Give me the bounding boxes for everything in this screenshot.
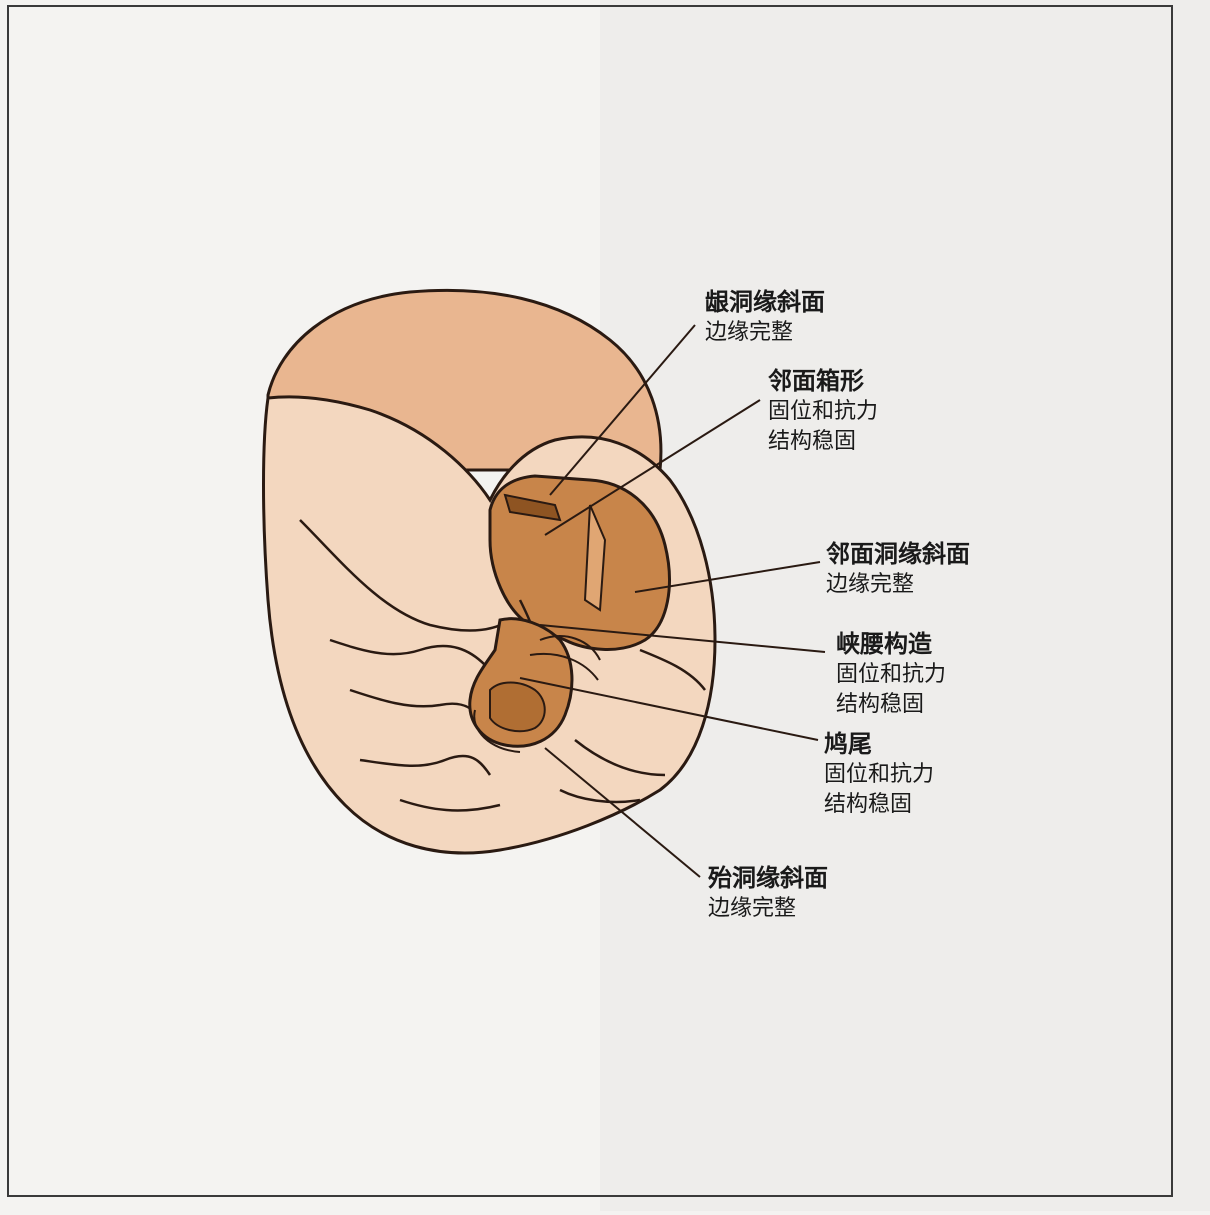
- label-isthmus: 峡腰构造 固位和抗力 结构稳固: [836, 628, 946, 720]
- label-dovetail: 鸠尾 固位和抗力 结构稳固: [824, 728, 934, 820]
- label-gingival-bevel-line1: 边缘完整: [705, 318, 825, 348]
- label-dovetail-line1: 固位和抗力: [824, 760, 934, 790]
- label-proximal-box-line1: 固位和抗力: [768, 397, 878, 427]
- label-proximal-bevel-line1: 边缘完整: [826, 570, 970, 600]
- label-occlusal-bevel: 殆洞缘斜面 边缘完整: [708, 862, 828, 924]
- label-proximal-bevel: 邻面洞缘斜面 边缘完整: [826, 538, 970, 600]
- label-isthmus-line2: 结构稳固: [836, 690, 946, 720]
- label-isthmus-title: 峡腰构造: [836, 628, 946, 660]
- label-gingival-bevel: 龈洞缘斜面 边缘完整: [705, 286, 825, 348]
- label-proximal-box-title: 邻面箱形: [768, 365, 878, 397]
- label-occlusal-bevel-title: 殆洞缘斜面: [708, 862, 828, 894]
- label-proximal-box-line2: 结构稳固: [768, 427, 878, 457]
- label-gingival-bevel-title: 龈洞缘斜面: [705, 286, 825, 318]
- label-dovetail-line2: 结构稳固: [824, 790, 934, 820]
- label-dovetail-title: 鸠尾: [824, 728, 934, 760]
- label-proximal-box: 邻面箱形 固位和抗力 结构稳固: [768, 365, 878, 457]
- label-proximal-bevel-title: 邻面洞缘斜面: [826, 538, 970, 570]
- label-occlusal-bevel-line1: 边缘完整: [708, 894, 828, 924]
- label-isthmus-line1: 固位和抗力: [836, 660, 946, 690]
